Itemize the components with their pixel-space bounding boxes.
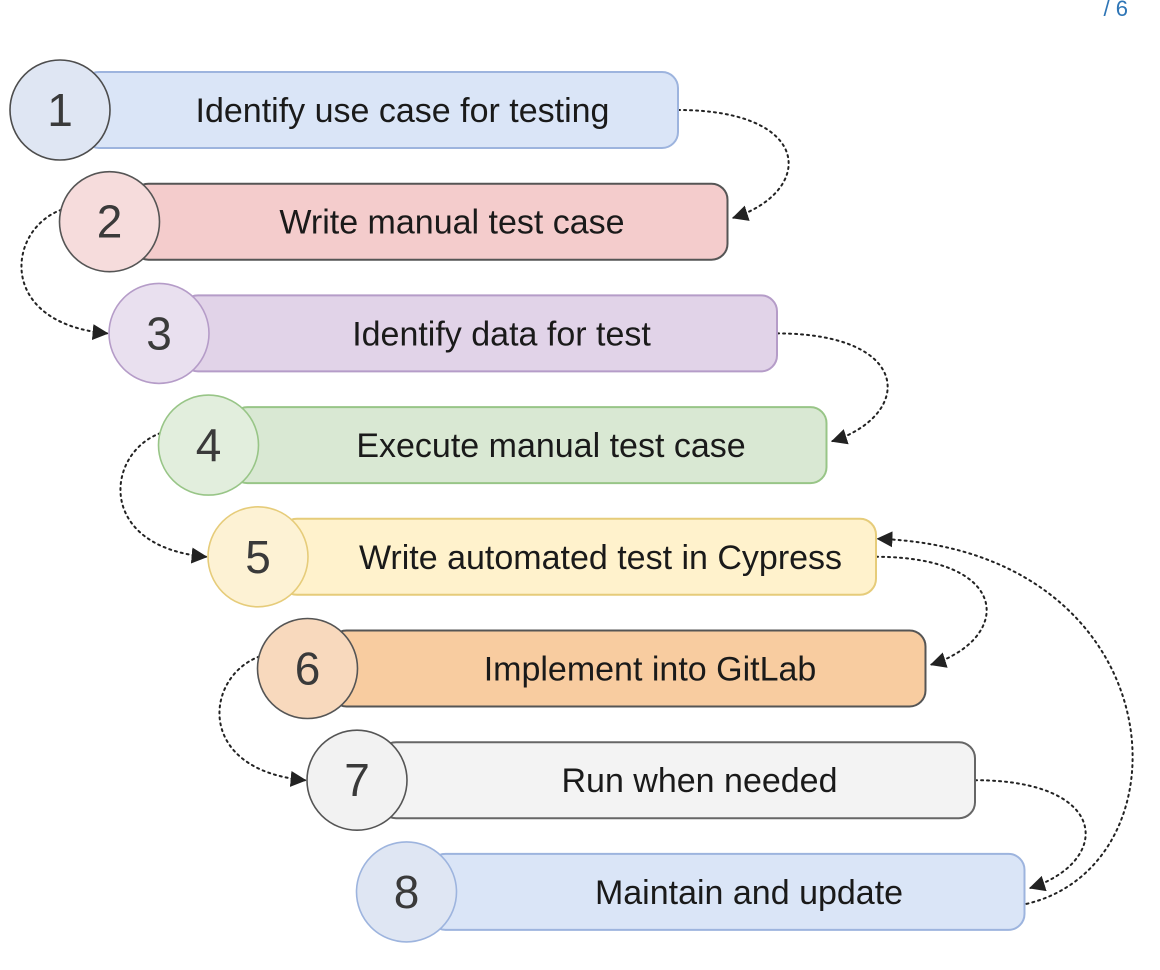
step-2-label: Write manual test case (279, 204, 624, 242)
step-5-number: 5 (245, 531, 271, 583)
connector-5-to-6 (875, 555, 988, 668)
step-6: 6 Implement into GitLab (256, 617, 927, 720)
page-number: / 6 (1103, 0, 1128, 21)
step-1: 1 Identify use case for testing (9, 59, 679, 161)
step-3-circle (108, 282, 210, 385)
step-6-number: 6 (295, 643, 321, 695)
connector-7-to-8 (974, 779, 1087, 892)
step-1-circle (9, 59, 111, 161)
connectors (20, 109, 1134, 905)
connector-1-to-2 (677, 109, 790, 221)
step-6-label: Implement into GitLab (484, 651, 817, 689)
step-2: 2 Write manual test case (58, 170, 729, 273)
step-7: 7 Run when needed (306, 729, 976, 832)
connector-6-to-7 (218, 655, 307, 787)
connector-8-to-5 (876, 531, 1134, 905)
steps: 1 Identify use case for testing 2 Write man… (9, 59, 1026, 943)
step-7-number: 7 (344, 754, 370, 806)
step-3-number: 3 (146, 307, 172, 359)
connector-3-to-4 (776, 332, 889, 445)
step-1-label: Identify use case for testing (196, 92, 610, 130)
step-3: 3 Identify data for test (108, 282, 778, 385)
step-1-number: 1 (47, 84, 73, 136)
connector-4-to-5 (119, 432, 208, 564)
step-8-label: Maintain and update (595, 874, 903, 912)
step-5: 5 Write automated test in Cypress (207, 505, 877, 608)
step-5-circle (207, 505, 309, 608)
step-4-label: Execute manual test case (356, 427, 745, 465)
step-4: 4 Execute manual test case (157, 394, 828, 496)
step-4-circle (157, 394, 260, 496)
step-5-label: Write automated test in Cypress (359, 539, 842, 577)
step-8: 8 Maintain and update (355, 841, 1026, 943)
step-2-number: 2 (97, 196, 123, 248)
step-4-number: 4 (196, 419, 222, 471)
step-7-circle (306, 729, 408, 832)
step-3-label: Identify data for test (352, 315, 651, 353)
step-8-number: 8 (394, 866, 420, 918)
step-2-circle (58, 170, 161, 273)
connector-2-to-3 (20, 208, 109, 341)
step-8-circle (355, 841, 458, 943)
step-7-label: Run when needed (561, 762, 837, 800)
step-6-circle (256, 617, 359, 720)
